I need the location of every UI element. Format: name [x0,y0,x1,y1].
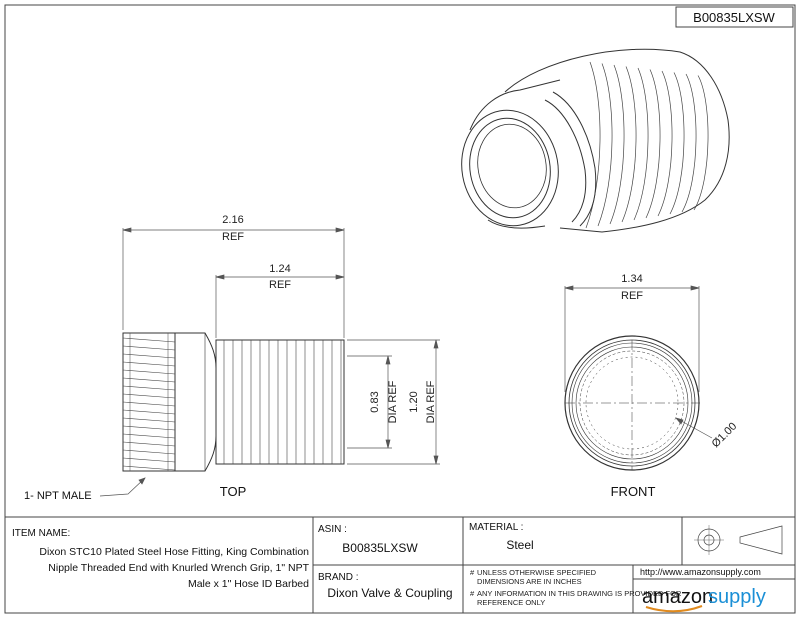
note-bullet-1: # [470,568,475,577]
npt-thread-line [122,425,176,431]
part-id-text: B00835LXSW [693,10,775,25]
npt-thread-line [122,449,176,455]
top-view [122,332,345,472]
npt-thread-line [122,441,176,447]
dim-front-width-note: REF [621,290,643,302]
material-value: Steel [506,538,533,552]
iso-thread-arc [609,64,625,225]
note-line-2: DIMENSIONS ARE IN INCHES [477,577,582,586]
item-name-line-1: Dixon STC10 Plated Steel Hose Fitting, K… [39,546,309,558]
npt-thread-line [122,361,176,367]
asin-label: ASIN : [318,524,347,535]
npt-thread-line [122,457,176,463]
iso-thread-lines [585,61,709,229]
iso-thread-arc [657,70,673,217]
iso-thread-arc [693,75,709,211]
npt-thread-line [122,345,176,351]
front-dimensions [564,285,713,439]
npt-thread-line [122,465,176,471]
npt-thread-line [122,409,176,415]
item-name-label: ITEM NAME: [12,528,70,539]
brand-label: BRAND : [318,572,359,583]
npt-thread-line [122,353,176,359]
brand-value: Dixon Valve & Coupling [327,586,452,600]
title-block [5,516,795,613]
logo-smile [645,605,703,613]
amazon-supply-logo: amazon supply [642,586,766,613]
dim-outer-dia: 1.20 [408,391,420,412]
dim-inner-dia: 0.83 [369,391,381,412]
logo-amazon: amazon [642,586,713,608]
asin-value: B00835LXSW [342,541,418,555]
view-label-top: TOP [220,484,247,499]
note-line-1: UNLESS OTHERWISE SPECIFIED [477,568,597,577]
top-dimensions [99,227,440,497]
npt-thread-line [122,401,176,407]
npt-thread-line [122,393,176,399]
iso-thread-arc [621,66,637,223]
dim-front-width: 1.34 [621,273,642,285]
note-bullet-2: # [470,589,475,598]
logo-supply: supply [708,586,766,608]
sheet-border [4,4,796,614]
note-line-4: REFERENCE ONLY [477,598,545,607]
npt-thread-line [122,337,176,343]
website-url[interactable]: http://www.amazonsupply.com [640,567,761,577]
npt-thread-line [122,417,176,423]
iso-thread-arc [681,73,697,213]
npt-thread-line [122,385,176,391]
item-name-line-3: Male x 1" Hose ID Barbed [188,578,309,590]
iso-thread-arc [645,69,661,219]
dim-barb-length: 1.24 [269,263,290,275]
iso-thread-arc [585,61,601,229]
item-name-line-2: Nipple Threaded End with Knurled Wrench … [48,562,309,574]
barb-ridge-lines [223,340,342,464]
npt-thread-lines [122,333,176,471]
isometric-view [461,48,730,233]
note-line-3: ANY INFORMATION IN THIS DRAWING IS PROVI… [477,589,682,598]
dim-outer-dia-note: DIA REF [425,380,437,423]
iso-thread-arc [669,72,685,215]
part-id-box: B00835LXSW [675,6,794,28]
front-view [564,335,700,471]
iso-thread-arc [633,67,649,221]
barb-section [215,339,345,465]
dim-barb-length-note: REF [269,279,291,291]
npt-thread-line [122,369,176,375]
view-label-front: FRONT [611,484,656,499]
material-label: MATERIAL : [469,522,523,533]
npt-callout: 1- NPT MALE [24,490,92,502]
npt-thread-line [122,377,176,383]
dim-inner-dia-note: DIA REF [387,380,399,423]
dim-overall-length-note: REF [222,231,244,243]
dim-overall-length: 2.16 [222,214,243,226]
iso-thread-arc [597,63,613,227]
npt-thread-line [122,433,176,439]
dim-front-circle: Ø1.00 [710,420,740,450]
